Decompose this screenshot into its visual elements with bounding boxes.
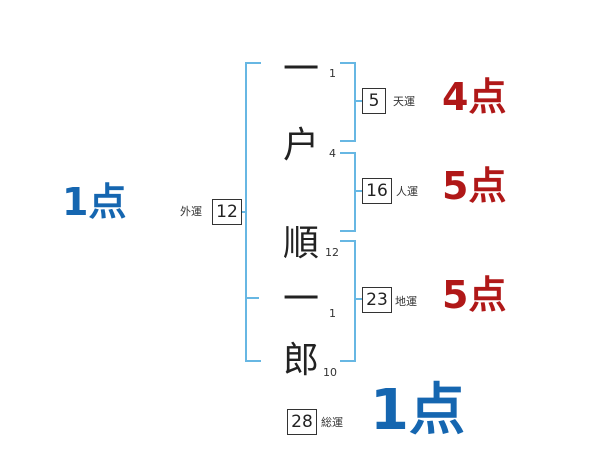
ten-value-box: 5 — [362, 88, 386, 114]
name-char-5: 郎 — [283, 340, 320, 381]
ten-bracket — [340, 62, 356, 142]
name-char-2: 户 — [283, 125, 320, 166]
name-char-3: 順 — [283, 223, 320, 264]
jin-value-box: 16 — [362, 178, 392, 204]
so-score: 1点 — [370, 378, 465, 443]
gai-score: 1点 — [62, 180, 127, 224]
chi-label: 地運 — [395, 295, 417, 308]
stroke-count-3: 12 — [325, 246, 339, 259]
chi-value-box: 23 — [362, 287, 392, 313]
jin-bracket-tick — [356, 190, 362, 192]
outer-bracket — [245, 62, 261, 362]
chi-bracket-tick — [356, 298, 362, 300]
outer-bracket-split — [245, 297, 259, 299]
stroke-count-1: 1 — [329, 67, 336, 80]
ten-label: 天運 — [393, 95, 415, 108]
ten-score: 4点 — [442, 75, 507, 119]
stroke-count-5: 10 — [323, 366, 337, 379]
jin-bracket — [340, 152, 356, 232]
stroke-count-2: 4 — [329, 147, 336, 160]
jin-score: 5点 — [442, 164, 507, 208]
gai-value-box: 12 — [212, 199, 242, 225]
so-value-box: 28 — [287, 409, 317, 435]
gai-label: 外運 — [180, 205, 202, 218]
jin-label: 人運 — [396, 185, 418, 198]
stroke-count-4: 1 — [329, 307, 336, 320]
name-char-4: 一 — [283, 279, 320, 320]
name-char-1: 一 — [283, 49, 320, 90]
chi-bracket — [340, 240, 356, 362]
so-label: 総運 — [321, 416, 343, 429]
ten-bracket-tick — [356, 100, 362, 102]
chi-score: 5点 — [442, 273, 507, 317]
